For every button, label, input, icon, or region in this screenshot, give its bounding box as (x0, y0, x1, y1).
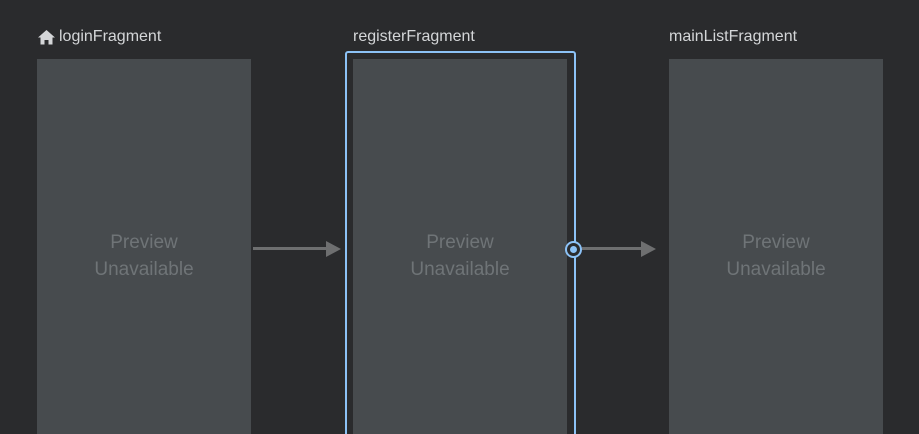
preview-unavailable-text: Preview Unavailable (37, 229, 251, 283)
preview-line1: Preview (110, 232, 178, 253)
destination-title-mainlist[interactable]: mainListFragment (669, 27, 797, 47)
preview-line2: Unavailable (726, 259, 826, 280)
destination-mainlist-fragment[interactable]: Preview Unavailable (669, 59, 883, 434)
preview-unavailable-text: Preview Unavailable (353, 229, 567, 283)
preview-line1: Preview (742, 232, 810, 253)
destination-login-fragment[interactable]: Preview Unavailable (37, 59, 251, 434)
preview-unavailable-text: Preview Unavailable (669, 229, 883, 283)
destination-title-mainlist-text: mainListFragment (669, 28, 798, 45)
action-register-to-mainlist-line[interactable] (582, 247, 642, 250)
destination-title-login-text: loginFragment (59, 28, 162, 45)
action-register-to-mainlist-arrow (641, 241, 656, 257)
destination-title-login[interactable]: loginFragment (37, 27, 161, 47)
action-login-to-register-arrow (326, 241, 341, 257)
destination-register-fragment[interactable]: Preview Unavailable (353, 59, 567, 434)
action-login-to-register-line[interactable] (253, 247, 327, 250)
preview-line2: Unavailable (410, 259, 510, 280)
home-icon (37, 29, 56, 45)
preview-line1: Preview (426, 232, 494, 253)
action-anchor-handle[interactable] (565, 241, 582, 258)
preview-line2: Unavailable (94, 259, 194, 280)
destination-title-register-text: registerFragment (353, 28, 475, 45)
destination-title-register[interactable]: registerFragment (353, 27, 475, 47)
